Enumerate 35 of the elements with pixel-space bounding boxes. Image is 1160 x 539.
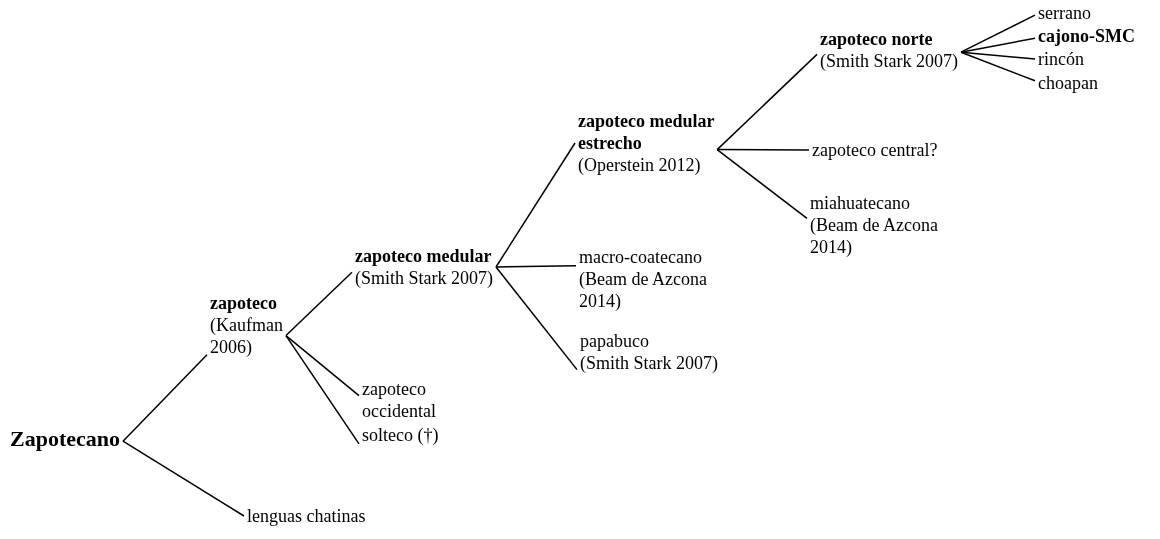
language-name: zapoteco central? [812, 139, 938, 161]
reference-citation: (Smith Stark 2007) [355, 267, 493, 289]
reference-citation: (Kaufman 2006) [210, 314, 284, 358]
branch-line [495, 265, 577, 268]
language-name: miahuatecano (Beam de Azcona 2014) [810, 192, 945, 258]
group-name: zapoteco norte [820, 28, 934, 50]
branch-line [285, 334, 360, 445]
group-name: papabuco [580, 330, 650, 352]
branch-line [285, 271, 353, 337]
branch-line [495, 266, 578, 371]
group-name: Zapotecano [10, 428, 120, 450]
language-name: macro-coatecano (Beam de Azcona 2014) [579, 246, 739, 312]
group-name: zapoteco medular [355, 245, 493, 267]
group-name: zapoteco [210, 292, 278, 314]
branch-line [960, 51, 1036, 82]
branch-line [960, 51, 1036, 60]
reference-citation: (Smith Stark 2007) [820, 50, 958, 72]
branch-line [716, 53, 818, 151]
language-name: serrano [1038, 2, 1091, 24]
language-name: choapan [1038, 72, 1098, 94]
branch-line [122, 353, 208, 442]
group-name: cajono-SMC [1038, 25, 1135, 47]
branch-line [495, 142, 576, 268]
reference-citation: (Operstein 2012) [578, 154, 702, 176]
language-name: lenguas chatinas [247, 505, 366, 527]
branch-line [960, 37, 1036, 53]
language-name: solteco (†) [362, 424, 439, 446]
branch-line [122, 440, 245, 517]
branch-line [716, 148, 810, 151]
branch-line [285, 334, 360, 397]
group-name: zapoteco medular estrecho [578, 110, 716, 154]
language-name: rincón [1038, 48, 1084, 70]
reference-citation: (Smith Stark 2007) [580, 352, 718, 374]
branch-line [960, 14, 1036, 53]
branch-line [716, 148, 808, 220]
